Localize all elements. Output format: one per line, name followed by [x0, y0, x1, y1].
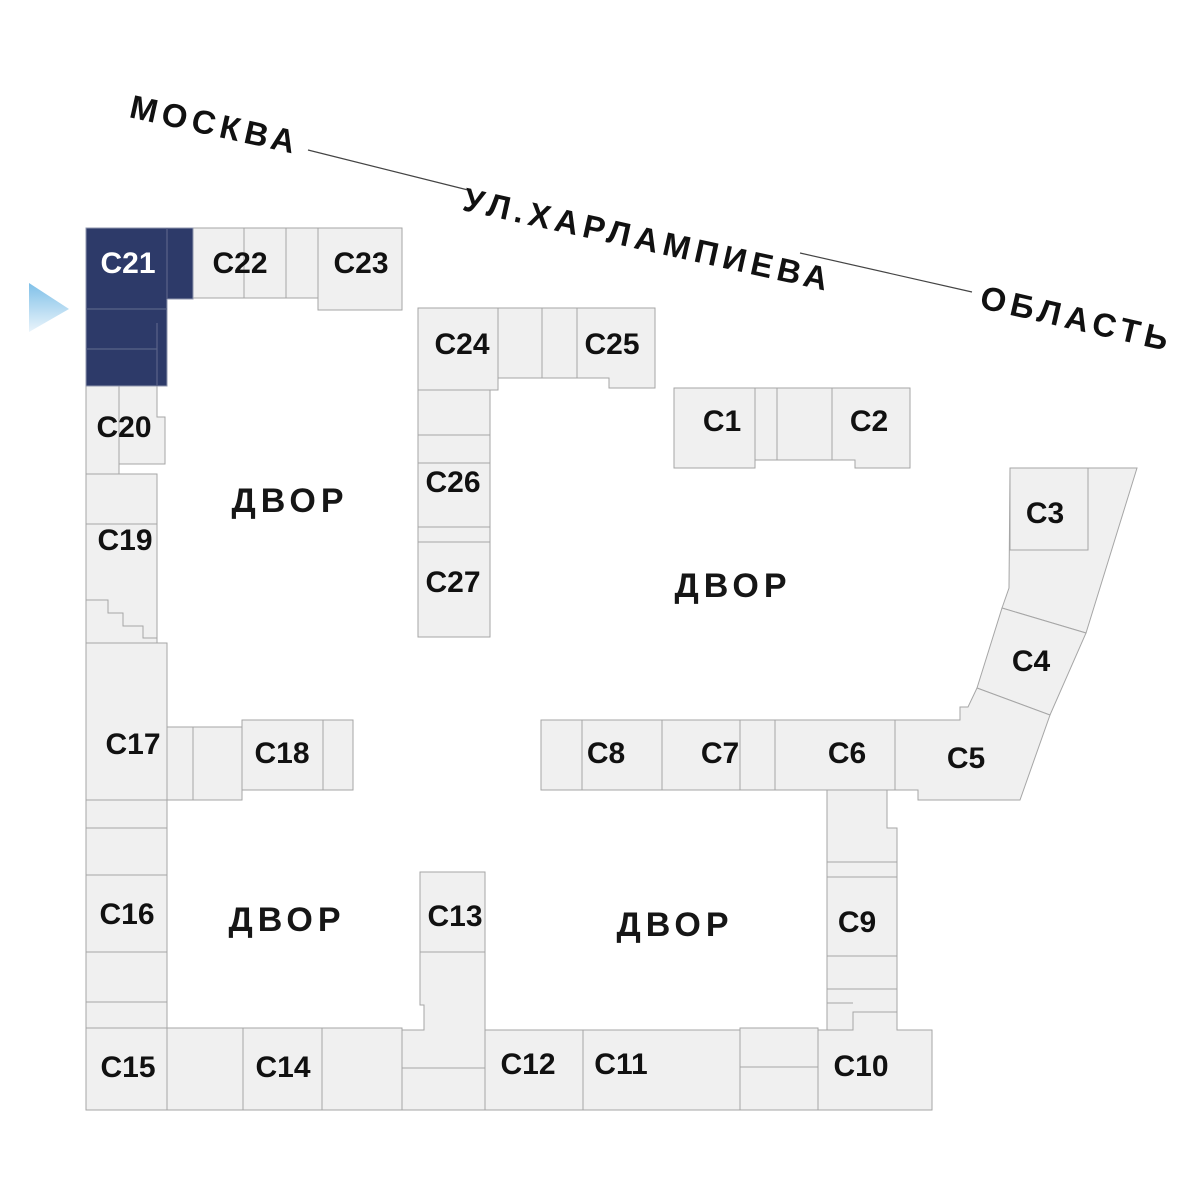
building-label-c18: С18 — [254, 737, 309, 770]
building-label-c26: С26 — [425, 466, 480, 499]
building-c17[interactable] — [85, 642, 168, 801]
highlighted-building-c21 — [85, 227, 194, 387]
building-section — [166, 1027, 244, 1111]
building-label-c10: С10 — [833, 1050, 888, 1083]
street-line-right — [799, 252, 973, 293]
building-c26[interactable] — [417, 462, 491, 528]
building-label-c1: С1 — [703, 405, 741, 438]
building-labels: С21 С22 С23 С24 С25 С26 С27 С1 С2 С3 С4 … — [96, 247, 1064, 1084]
building-label-c9: С9 — [838, 906, 876, 939]
building-label-c4: С4 — [1012, 645, 1051, 678]
building-c6[interactable] — [774, 719, 896, 791]
building-label-c22: С22 — [212, 247, 267, 280]
building-c11[interactable] — [582, 1029, 741, 1111]
building-section — [166, 726, 243, 801]
building-section — [776, 387, 833, 461]
street-oblast-label: ОБЛАСТЬ — [977, 278, 1177, 358]
building-label-c16: С16 — [99, 898, 154, 931]
building-section — [85, 951, 168, 1003]
courtyard-labels: ДВОР ДВОР ДВОР ДВОР — [228, 482, 791, 944]
building-section — [540, 719, 583, 791]
building-label-c8: С8 — [587, 737, 625, 770]
building-c5[interactable] — [894, 687, 1051, 801]
courtyard-label-bottom-left: ДВОР — [228, 901, 345, 939]
building-c7[interactable] — [661, 719, 741, 791]
building-label-c7: С7 — [701, 737, 739, 770]
building-label-c3: С3 — [1026, 497, 1064, 530]
courtyard-label-top-left: ДВОР — [231, 482, 348, 520]
building-label-c15: С15 — [100, 1051, 155, 1084]
building-section — [285, 227, 319, 299]
building-label-c11: С11 — [594, 1048, 647, 1081]
building-label-c5: С5 — [947, 742, 985, 775]
building-c12[interactable] — [484, 1029, 584, 1111]
building-c10[interactable] — [817, 1011, 933, 1111]
building-section — [826, 789, 898, 863]
building-label-c14: С14 — [255, 1051, 310, 1084]
building-label-c25: С25 — [584, 328, 639, 361]
building-section — [417, 526, 491, 543]
building-label-c19: С19 — [97, 524, 152, 557]
building-c19[interactable] — [85, 523, 158, 644]
building-c27[interactable] — [417, 541, 491, 638]
building-label-c27: С27 — [425, 566, 480, 599]
building-section — [321, 1027, 403, 1111]
building-c18[interactable] — [241, 719, 324, 791]
building-section — [826, 955, 898, 990]
courtyard-label-bottom-right: ДВОР — [616, 906, 733, 944]
building-label-c2: С2 — [850, 405, 888, 438]
building-label-c24: С24 — [434, 328, 489, 361]
street-moscow-label: МОСКВА — [127, 88, 304, 162]
buildings-layer — [85, 227, 1138, 1111]
building-section — [85, 473, 158, 525]
building-section — [739, 1027, 819, 1111]
selected-building-arrow-icon — [29, 283, 69, 332]
building-label-c13: С13 — [427, 900, 482, 933]
building-section — [417, 389, 491, 436]
building-c1[interactable] — [673, 387, 756, 469]
building-label-c21: С21 — [100, 247, 155, 280]
building-label-c23: С23 — [333, 247, 388, 280]
street-line-left — [307, 149, 469, 191]
courtyard-label-right: ДВОР — [674, 567, 791, 605]
building-label-c12: С12 — [500, 1048, 555, 1081]
building-section — [754, 387, 778, 461]
building-c22[interactable] — [192, 227, 245, 299]
building-c25[interactable] — [576, 307, 656, 389]
building-section — [85, 827, 168, 876]
building-section — [826, 861, 898, 878]
building-section — [85, 799, 168, 829]
building-c24[interactable] — [417, 307, 499, 391]
building-label-c17: С17 — [105, 728, 160, 761]
building-section — [739, 719, 776, 791]
stair-steps — [86, 599, 157, 639]
building-section — [541, 307, 578, 379]
building-section — [417, 434, 491, 464]
building-c2[interactable] — [831, 387, 911, 469]
building-section — [243, 227, 287, 299]
building-c3[interactable] — [1009, 467, 1089, 551]
building-label-c20: С20 — [96, 411, 151, 444]
building-section — [497, 307, 543, 379]
building-c8[interactable] — [581, 719, 663, 791]
building-label-c6: С6 — [828, 737, 866, 770]
building-section — [85, 1001, 168, 1029]
building-c23[interactable] — [317, 227, 403, 311]
building-c9[interactable] — [826, 876, 898, 957]
building-section — [322, 719, 354, 791]
building-c13[interactable] — [401, 871, 486, 1111]
street-name-label: УЛ.ХАРЛАМПИЕВА — [460, 181, 836, 299]
